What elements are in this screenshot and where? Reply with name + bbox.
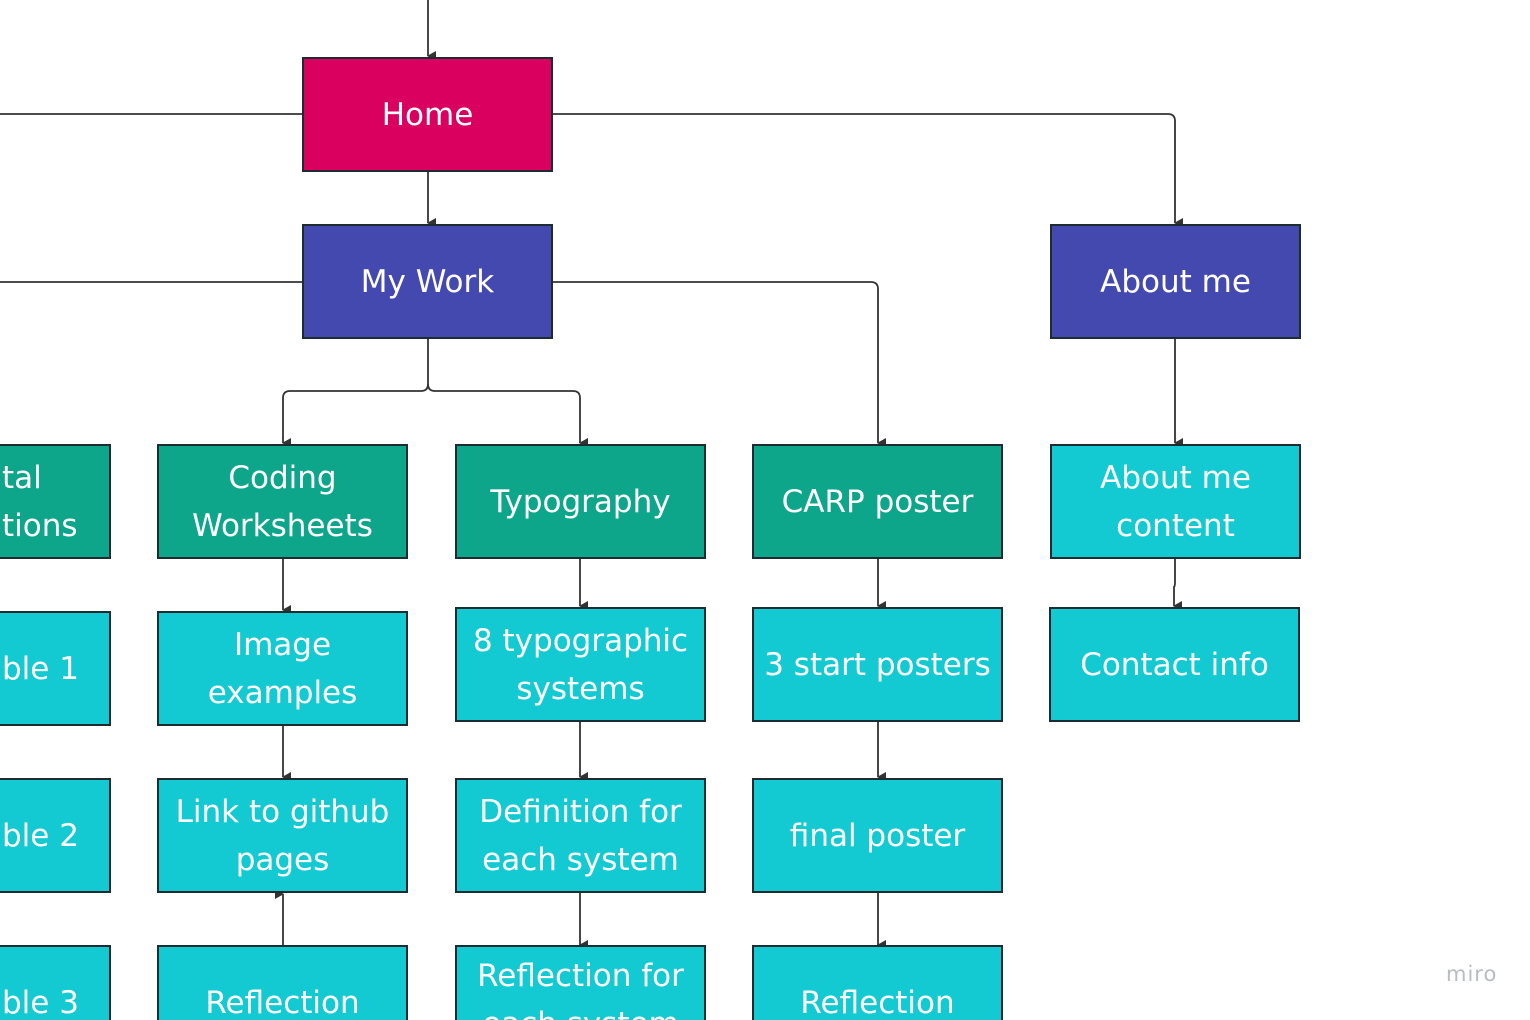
node-home-label: Home — [381, 96, 474, 133]
node-image-examples[interactable]: Image examples — [157, 611, 408, 726]
node-partial-ble-3-label: ble 3 — [2, 984, 79, 1020]
node-contact-info-label: Contact info — [1080, 646, 1269, 683]
node-definition-system[interactable]: Definition for each system — [455, 778, 706, 893]
node-typography-label: Typography — [490, 483, 671, 520]
node-start-posters[interactable]: 3 start posters — [752, 607, 1003, 722]
node-contact-info[interactable]: Contact info — [1049, 607, 1300, 722]
edge-my-work-to-coding — [282, 339, 429, 448]
node-carp-poster-label: CARP poster — [781, 483, 974, 520]
node-my-work-label: My Work — [360, 263, 495, 300]
node-reflection-typography-label: Reflection for each system — [477, 958, 684, 1020]
node-partial-ble-1-label: ble 1 — [2, 650, 79, 687]
edge-home-to-about-me — [553, 113, 1183, 228]
node-typographic-systems-label: 8 typographic systems — [472, 622, 689, 707]
node-partial-left-section-label: tal tions — [2, 459, 78, 544]
node-reflection-typography[interactable]: Reflection for each system — [455, 945, 706, 1020]
node-about-me-label: About me — [1100, 263, 1251, 300]
node-about-me-content-label: About me content — [1100, 459, 1251, 544]
node-definition-system-label: Definition for each system — [479, 793, 682, 878]
node-partial-ble-1[interactable]: ble 1 — [0, 611, 111, 726]
node-image-examples-label: Image examples — [207, 626, 358, 711]
node-home[interactable]: Home — [302, 57, 553, 172]
edge-my-work-to-typography — [427, 383, 588, 448]
node-partial-ble-2[interactable]: ble 2 — [0, 778, 111, 893]
node-partial-left-section[interactable]: tal tions — [0, 444, 111, 559]
node-partial-ble-3[interactable]: ble 3 — [0, 945, 111, 1020]
node-typographic-systems[interactable]: 8 typographic systems — [455, 607, 706, 722]
node-start-posters-label: 3 start posters — [764, 646, 991, 683]
miro-watermark: miro — [1446, 962, 1498, 986]
node-typography[interactable]: Typography — [455, 444, 706, 559]
node-my-work[interactable]: My Work — [302, 224, 553, 339]
edge-my-work-to-carp — [553, 281, 886, 448]
node-reflection-carp-label: Reflection — [800, 984, 955, 1020]
node-reflection-carp[interactable]: Reflection — [752, 945, 1003, 1020]
node-final-poster-label: final poster — [789, 817, 966, 854]
node-partial-ble-2-label: ble 2 — [2, 817, 79, 854]
edge-content-to-contact — [1173, 558, 1182, 611]
node-about-me-content[interactable]: About me content — [1050, 444, 1301, 559]
node-final-poster[interactable]: final poster — [752, 778, 1003, 893]
node-reflection-coding-label: Reflection — [205, 984, 360, 1020]
node-link-github-label: Link to github pages — [175, 793, 390, 878]
node-about-me[interactable]: About me — [1050, 224, 1301, 339]
node-reflection-coding[interactable]: Reflection — [157, 945, 408, 1020]
node-coding-worksheets-label: Coding Worksheets — [192, 459, 373, 544]
node-carp-poster[interactable]: CARP poster — [752, 444, 1003, 559]
node-coding-worksheets[interactable]: Coding Worksheets — [157, 444, 408, 559]
node-link-github[interactable]: Link to github pages — [157, 778, 408, 893]
